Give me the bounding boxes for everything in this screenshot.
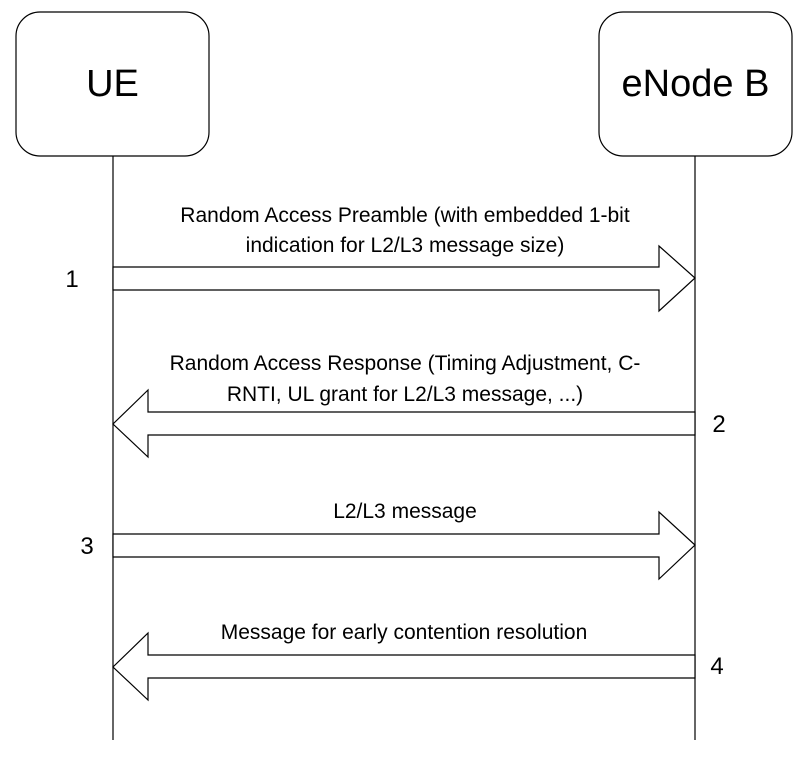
message-1-label-line-2: indication for L2/L3 message size): [246, 234, 565, 257]
message-1-arrow: [112, 244, 696, 313]
enb-entity-label: eNode B: [622, 63, 770, 105]
message-3-arrow: [112, 510, 696, 581]
message-4-label: Message for early contention resolution: [221, 621, 588, 644]
ue-entity-box: [15, 11, 210, 157]
message-2-label-line-2: RNTI, UL grant for L2/L3 message, ...): [227, 383, 583, 406]
ue-entity-label: UE: [86, 63, 139, 105]
message-2-step-number: 2: [712, 411, 725, 438]
message-3-label: L2/L3 message: [333, 500, 477, 523]
message-1-step-number: 1: [65, 266, 78, 293]
enb-entity-box: [598, 11, 793, 157]
message-2-label-line-1: Random Access Response (Timing Adjustmen…: [170, 352, 641, 375]
message-3-step-number: 3: [80, 533, 93, 560]
message-1-label-line-1: Random Access Preamble (with embedded 1-…: [180, 204, 630, 227]
message-4-arrow: [112, 631, 696, 702]
message-2-arrow: [112, 388, 696, 459]
message-4-step-number: 4: [710, 653, 723, 680]
